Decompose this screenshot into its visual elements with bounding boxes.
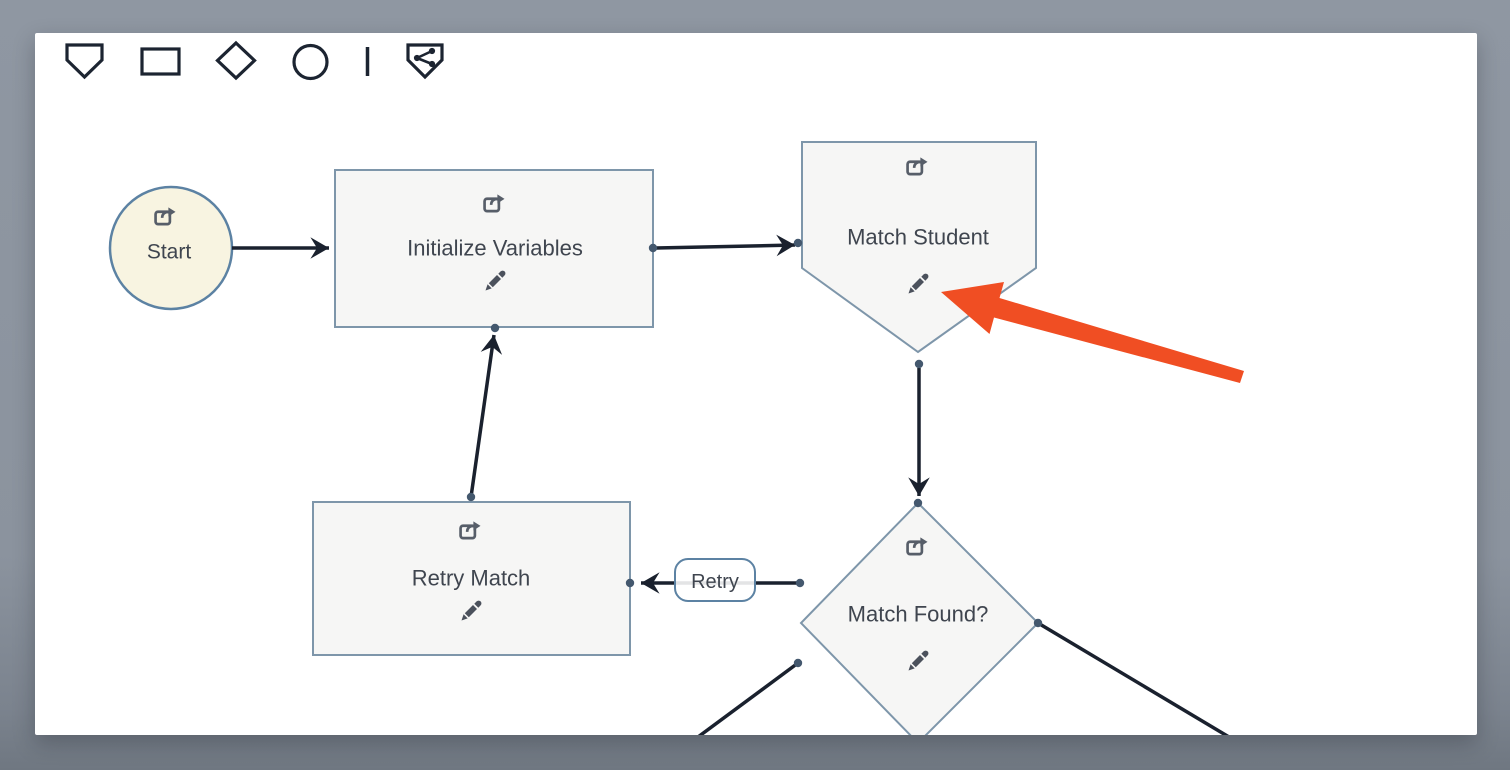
flow-canvas[interactable]: Start Initialize Variables Match Student…	[35, 33, 1477, 735]
node-match-found[interactable]: Match Found?	[799, 501, 1040, 735]
pentagon-icon	[65, 43, 104, 80]
initialize-variables-node-label: Initialize Variables	[407, 236, 583, 261]
node-match-student[interactable]: Match Student	[801, 141, 1037, 354]
edge-retry-match-to-initialize[interactable]	[469, 334, 503, 498]
rectangle-shape-tool[interactable]	[140, 47, 181, 76]
port-match-student-left[interactable]	[793, 238, 803, 248]
port-match-found-right[interactable]	[1033, 618, 1043, 628]
node-start[interactable]: Start	[108, 185, 234, 311]
port-retry-match-right[interactable]	[625, 578, 635, 588]
edge-label-retry[interactable]: Retry	[674, 558, 756, 602]
connection-ports	[466, 238, 1043, 668]
match-found-node-label: Match Found?	[848, 602, 989, 627]
pentagon-share-icon	[406, 43, 444, 80]
port-initialize-bottom[interactable]	[490, 323, 500, 333]
retry-match-node-label: Retry Match	[412, 566, 531, 591]
circle-icon	[292, 43, 329, 81]
start-node-label: Start	[147, 240, 192, 263]
edge-match-found-offscreen-left[interactable]	[697, 661, 800, 735]
pentagon-shape-tool[interactable]	[65, 43, 104, 80]
port-retry-match-top[interactable]	[466, 492, 476, 502]
match-student-node-label: Match Student	[847, 225, 989, 250]
circle-shape-tool[interactable]	[292, 43, 329, 81]
diamond-icon	[215, 40, 257, 81]
share-pentagon-tool[interactable]	[406, 43, 444, 80]
flow-diagram-svg: Start Initialize Variables Match Student…	[65, 40, 1244, 735]
port-initialize-right[interactable]	[648, 243, 658, 253]
edge-label-retry-text: Retry	[691, 571, 739, 593]
red-annotation-arrow	[941, 282, 1244, 383]
port-match-found-top[interactable]	[913, 498, 923, 508]
port-match-found-retry-source[interactable]	[795, 578, 805, 588]
port-match-found-left-lower[interactable]	[793, 658, 803, 668]
node-retry-match[interactable]: Retry Match	[312, 501, 631, 656]
edge-initialize-to-match-student[interactable]	[655, 234, 796, 257]
node-initialize-variables[interactable]: Initialize Variables	[334, 169, 654, 328]
rectangle-icon	[140, 47, 181, 76]
diamond-shape-tool[interactable]	[215, 40, 257, 81]
edge-match-found-offscreen-right[interactable]	[1037, 621, 1230, 735]
shape-toolbar	[65, 40, 444, 81]
port-match-student-bottom[interactable]	[914, 359, 924, 369]
